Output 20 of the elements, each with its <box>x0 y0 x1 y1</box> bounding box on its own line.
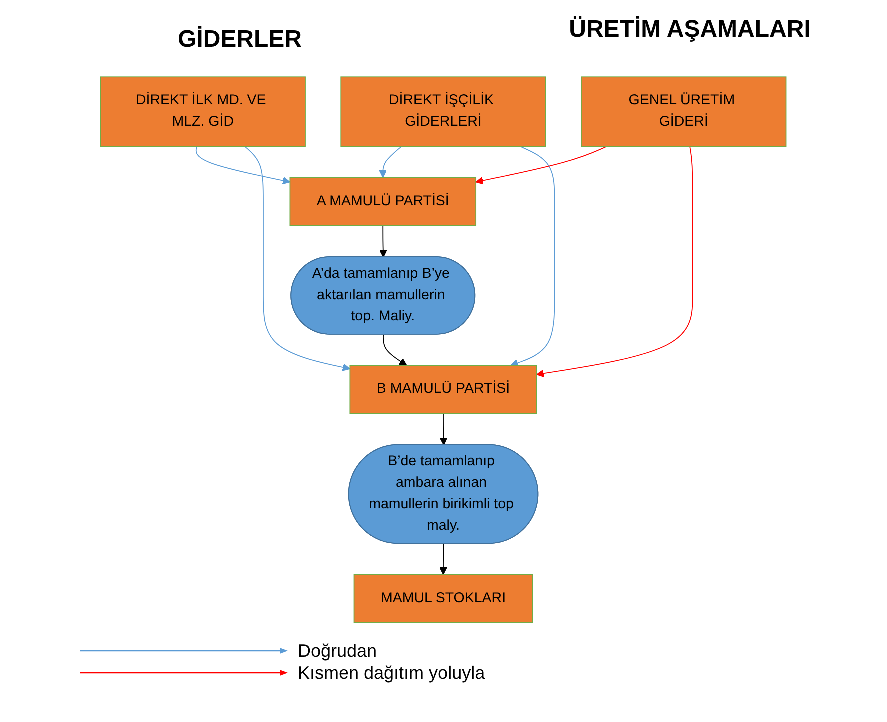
arrow <box>440 544 448 576</box>
node-box: MAMUL STOKLARI <box>354 574 534 624</box>
node-box: DİREKT İLK MD. VE MLZ. GİD <box>100 76 306 147</box>
arrow <box>196 146 291 185</box>
node-box: GENEL ÜRETİM GİDERİ <box>581 76 787 147</box>
legend-text: Doğrudan <box>298 640 378 662</box>
legend-text: Kısmen dağıtım yoluyla <box>298 662 486 684</box>
column-heading: ÜRETİM AŞAMALARI <box>568 16 812 44</box>
node-box: A MAMULÜ PARTİSİ <box>290 177 477 226</box>
arrow <box>244 146 351 372</box>
arrow <box>383 334 408 366</box>
arrow <box>379 225 388 258</box>
node-box: B MAMULÜ PARTİSİ <box>350 365 538 414</box>
arrow <box>476 146 608 185</box>
arrow <box>536 146 694 378</box>
node-box: DİREKT İŞÇİLİK GİDERLERİ <box>340 76 546 147</box>
arrow <box>510 146 556 367</box>
arrow <box>379 146 402 178</box>
column-heading: GİDERLER <box>176 26 303 54</box>
arrow <box>440 413 448 446</box>
